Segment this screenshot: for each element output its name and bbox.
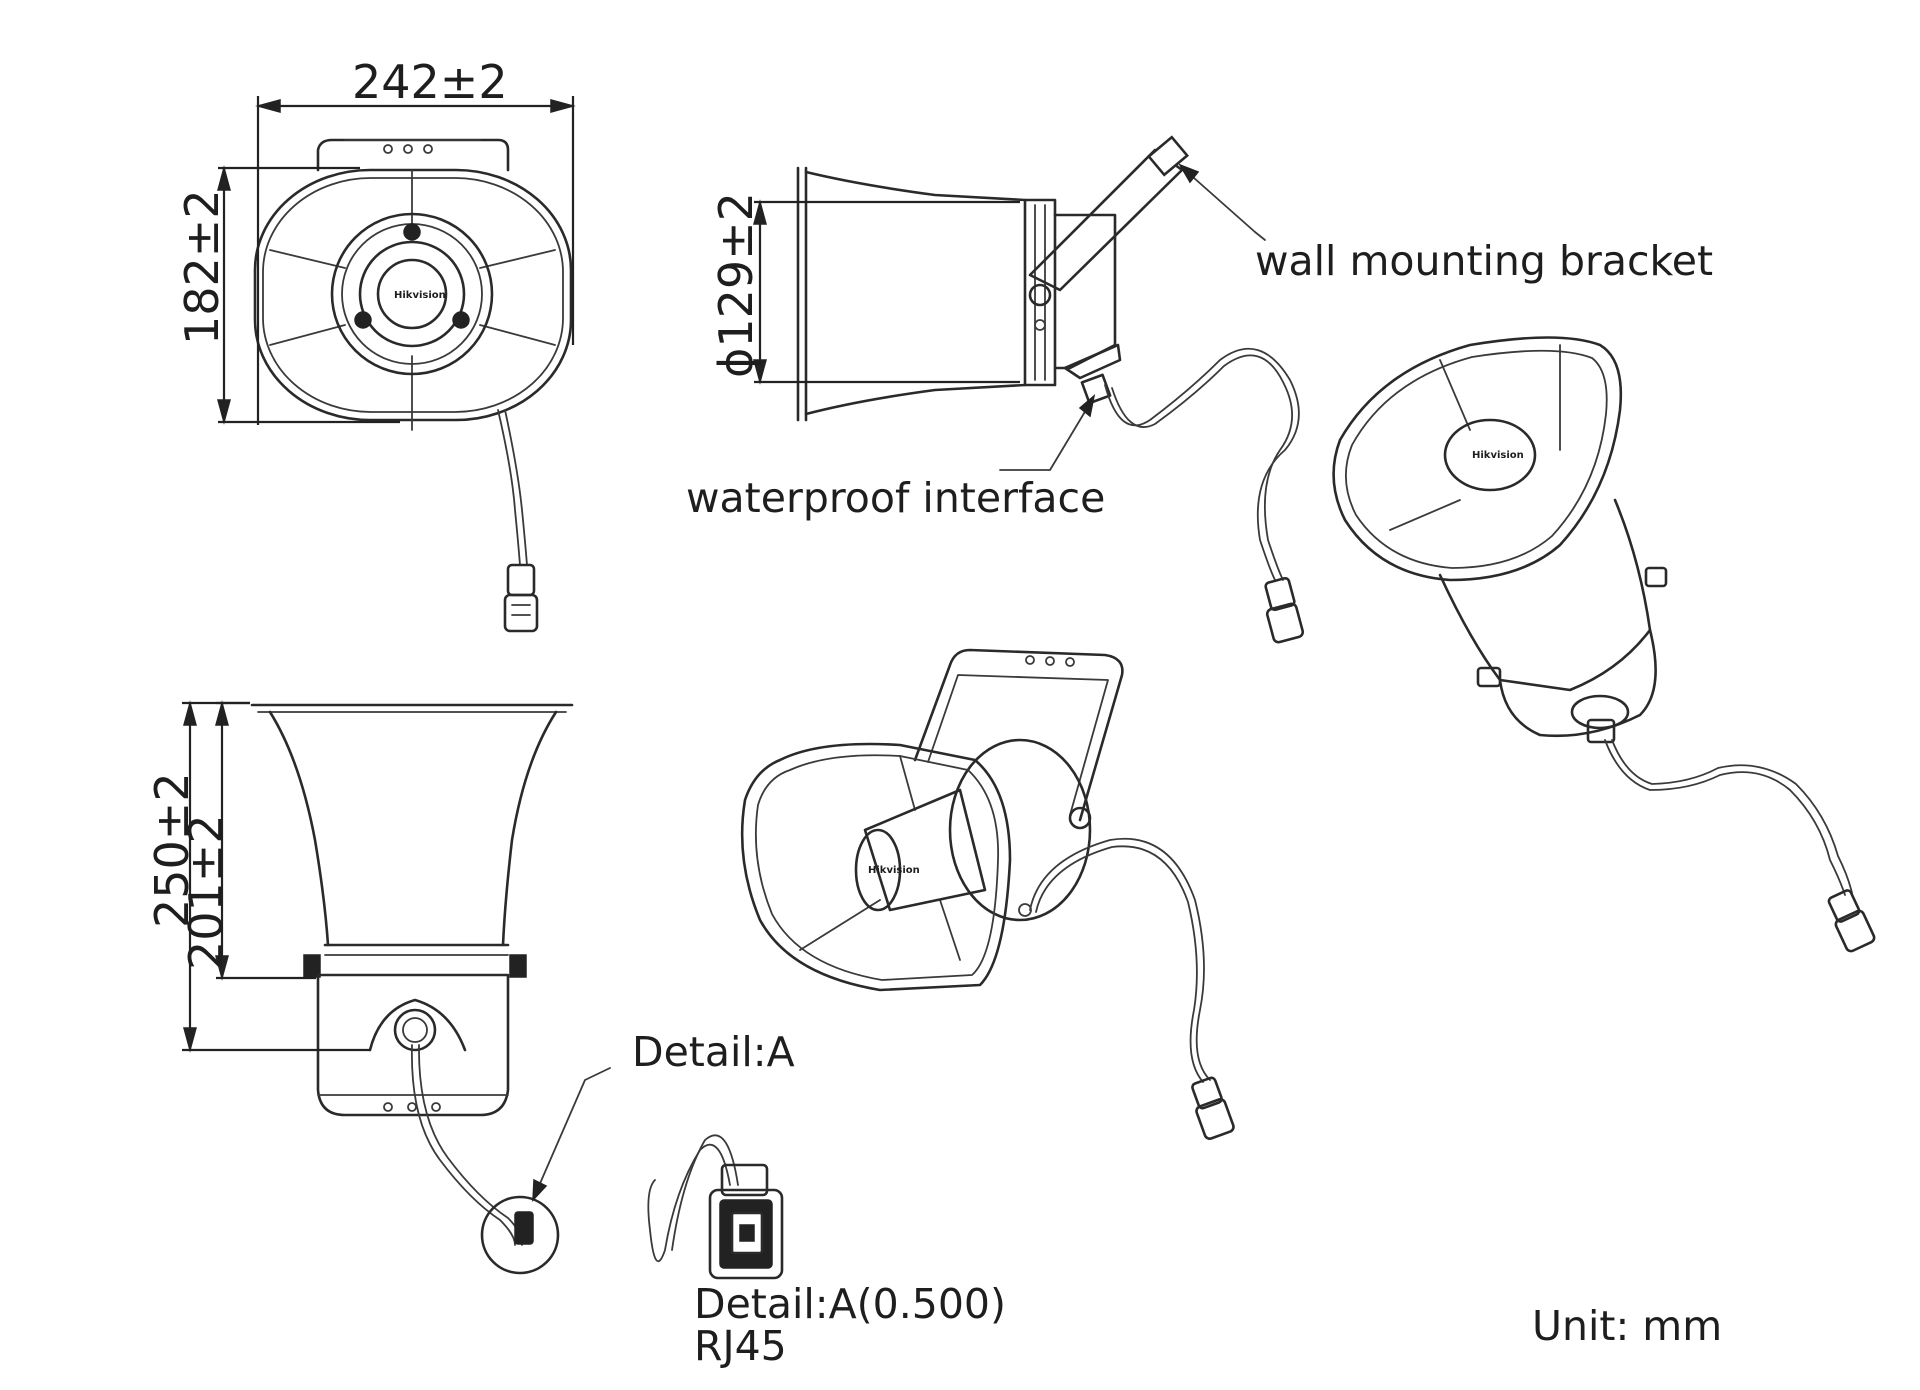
waterproof-interface-label: waterproof interface (686, 474, 1105, 522)
width-dimension: 242±2 (352, 55, 508, 109)
rj45-label: RJ45 (694, 1322, 787, 1370)
unit-label: Unit: mm (1532, 1302, 1722, 1350)
rear-logo: Hikvision (1472, 450, 1524, 461)
detail-a-label: Detail:A (632, 1028, 795, 1076)
wall-bracket-label: wall mounting bracket (1255, 237, 1713, 285)
front-logo: Hikvision (394, 290, 446, 301)
detail-a-rj45-view (647, 1134, 784, 1280)
iso-logo: Hikvision (868, 865, 920, 876)
top-view: 250±2 201±2 (145, 700, 611, 1275)
isometric-rear-view: Hikvision (1332, 336, 1876, 953)
diameter-dimension: ϕ129±2 (709, 192, 763, 378)
side-view: ϕ129±2 (709, 135, 1305, 644)
horn-length-dimension: 201±2 (179, 814, 233, 970)
height-dimension: 182±2 (175, 189, 229, 345)
front-view: Hikvision 242±2 182±2 (175, 55, 576, 633)
isometric-front-view: Hikvision (740, 648, 1235, 1140)
detail-scale-label: Detail:A(0.500) (694, 1280, 1006, 1328)
overall-length-dimension: 250±2 (145, 772, 199, 928)
